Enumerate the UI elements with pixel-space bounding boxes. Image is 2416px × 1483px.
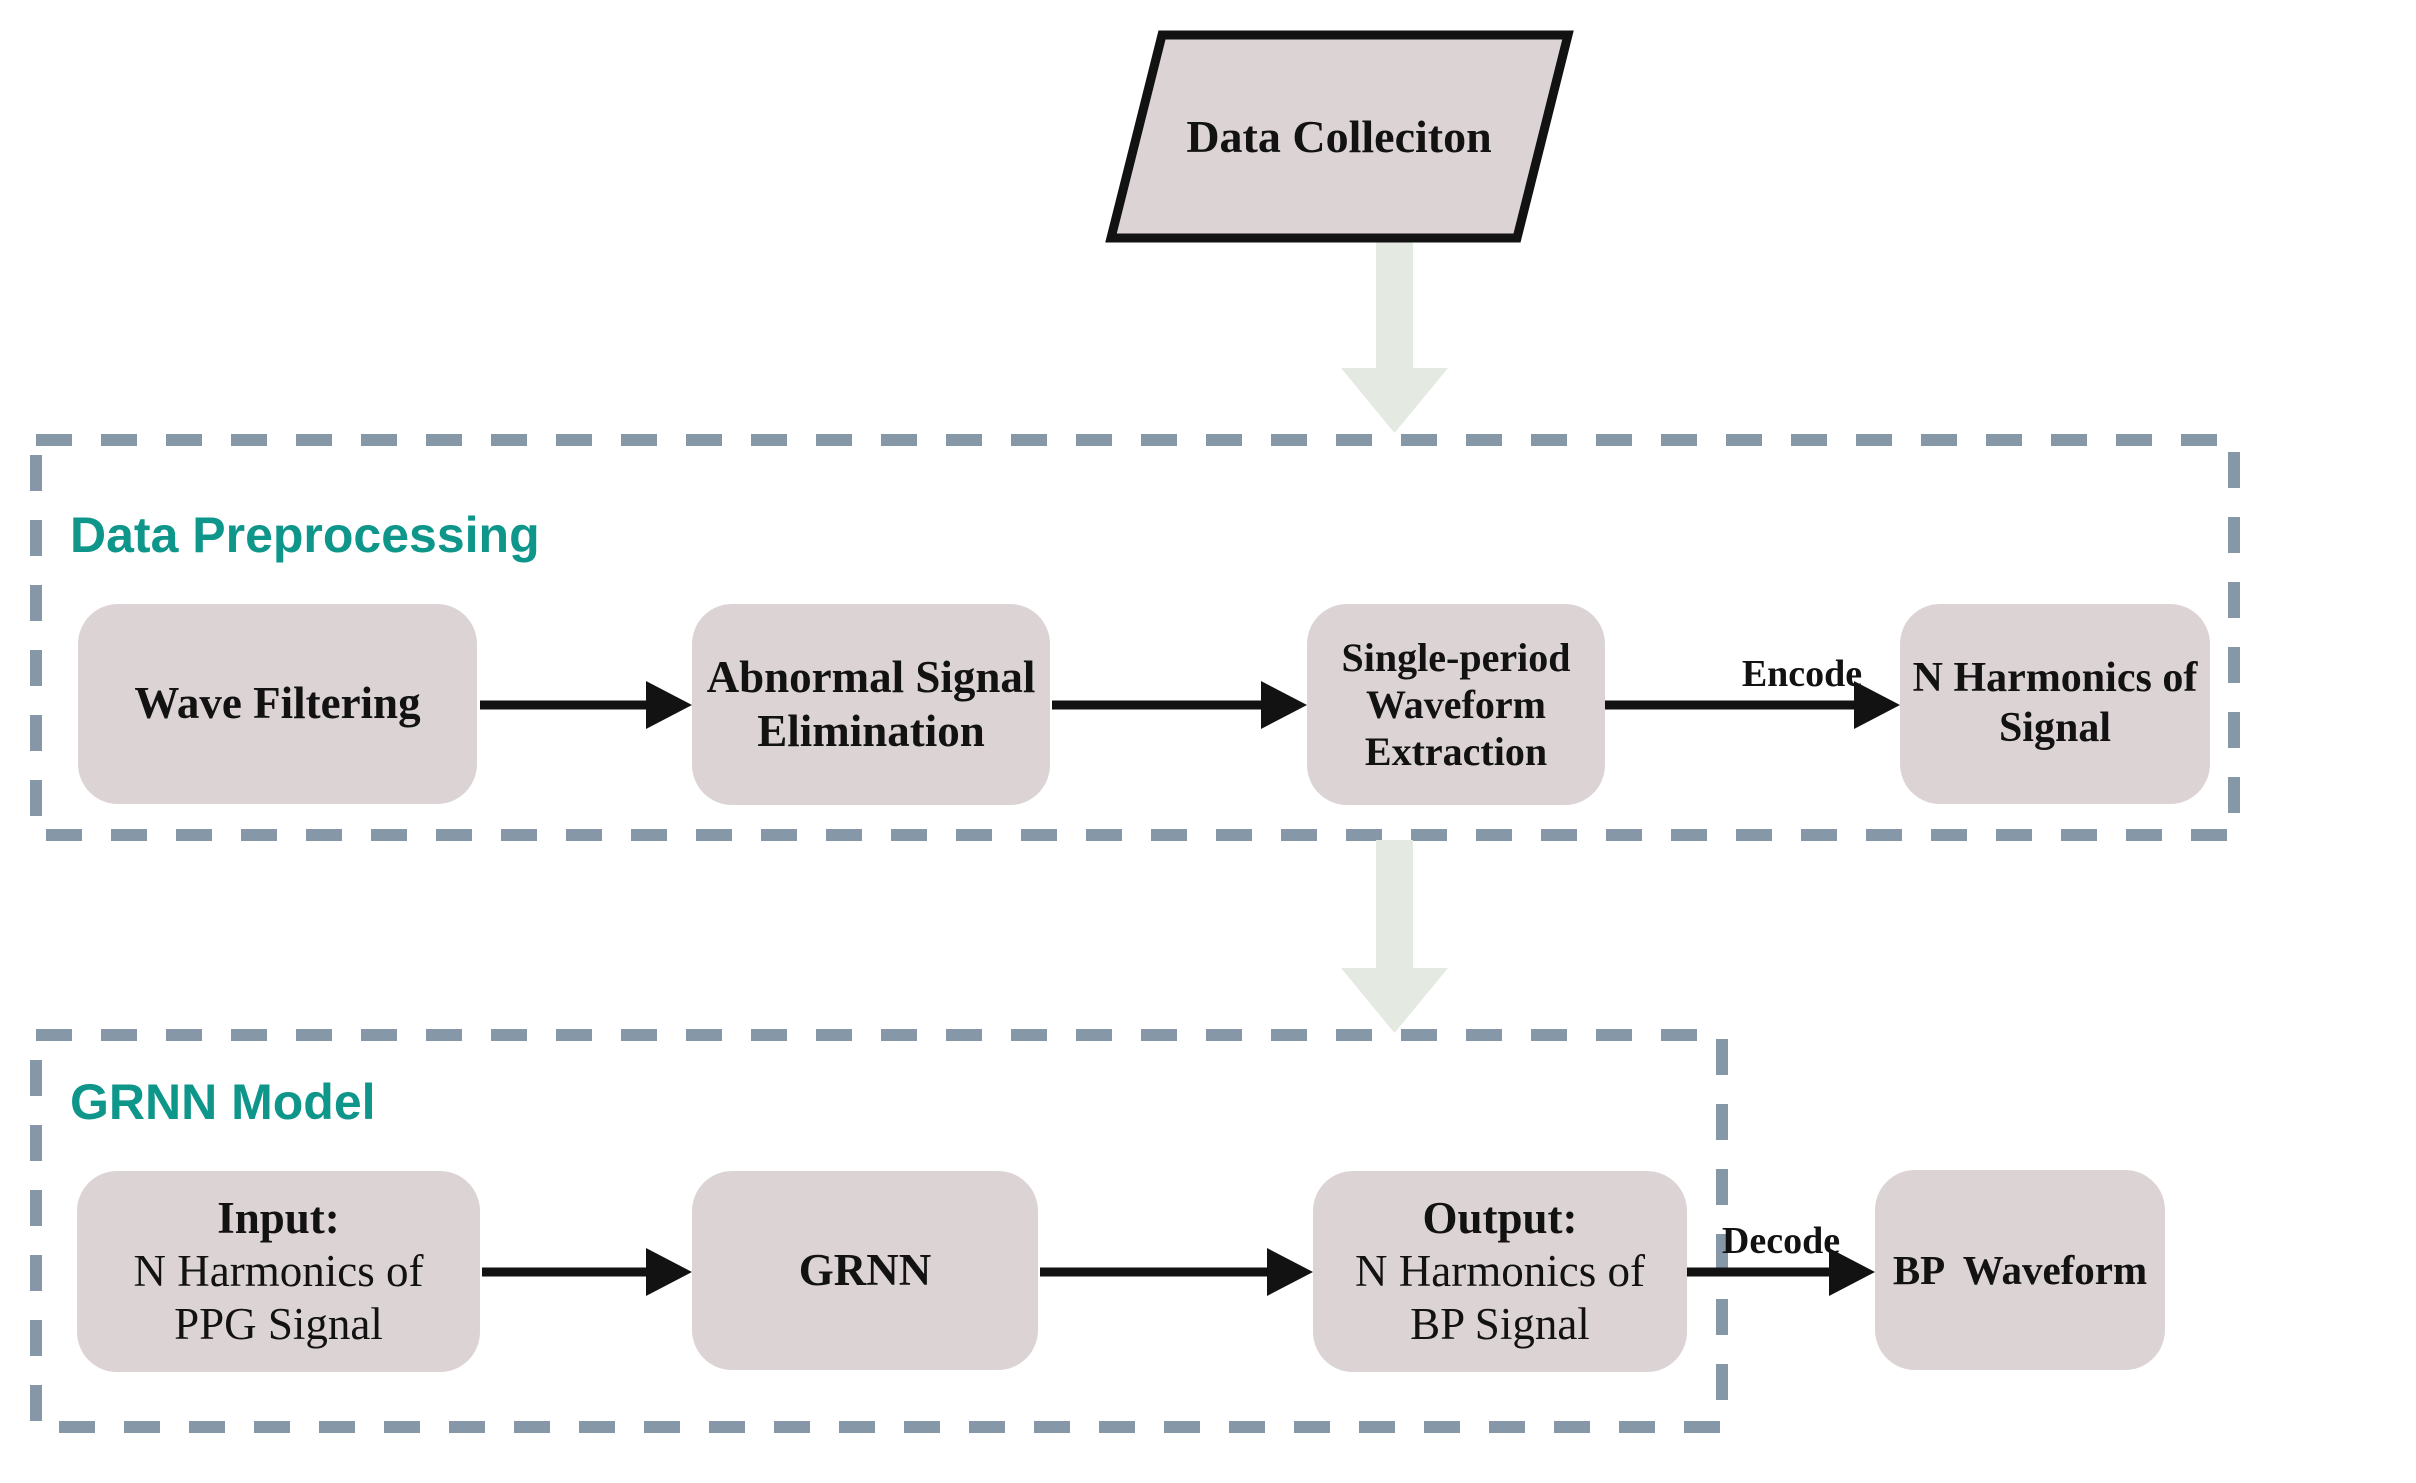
arrowhead-wavefiltering-to-abnormal [646,681,692,729]
node-n-harmonics-of-signal: N Harmonics of Signal [1900,604,2210,804]
node-abnormal-signal-label: Abnormal Signal Elimination [706,652,1036,756]
node-grnn: GRNN [692,1171,1038,1370]
data-collection-parallelogram [1105,30,1574,243]
node-single-period-extraction: Single-period Waveform Extraction [1307,604,1605,805]
node-single-period-label: Single-period Waveform Extraction [1341,634,1571,775]
node-input-title: Input: [217,1192,340,1243]
node-wave-filtering: Wave Filtering [78,604,477,804]
edge-label-decode: Decode [1721,1220,1841,1262]
node-n-harmonics-signal-label: N Harmonics of Signal [1912,655,2198,751]
edge-label-encode: Encode [1741,653,1863,695]
arrowhead-encode [1854,681,1900,729]
section-label-grnn-model: GRNN Model [70,1074,376,1130]
data-collection-node-label: Data Colleciton [1186,111,1492,162]
down-arrow-collection-to-preprocessing [1341,242,1448,433]
node-bp-waveform-label: BP Waveform [1892,1246,2148,1293]
node-input-body: N Harmonics of PPG Signal [133,1245,424,1350]
arrowhead-grnn-to-output [1267,1248,1313,1296]
node-abnormal-signal-elimination: Abnormal Signal Elimination [692,604,1050,805]
node-output-body: N Harmonics of BP Signal [1355,1245,1645,1350]
node-bp-waveform: BP Waveform [1875,1170,2165,1370]
arrowhead-input-to-grnn [646,1248,692,1296]
node-grnn-label: GRNN [798,1244,932,1295]
down-arrow-preprocessing-to-grnn [1341,840,1448,1033]
node-input: Input: N Harmonics of PPG Signal [77,1171,480,1372]
node-wave-filtering-label: Wave Filtering [134,678,421,729]
section-label-data-preprocessing: Data Preprocessing [70,507,540,563]
node-output-title: Output: [1422,1192,1578,1243]
node-output: Output: N Harmonics of BP Signal [1313,1171,1687,1372]
arrowhead-decode [1829,1248,1875,1296]
arrowhead-abnormal-to-singleperiod [1261,681,1307,729]
